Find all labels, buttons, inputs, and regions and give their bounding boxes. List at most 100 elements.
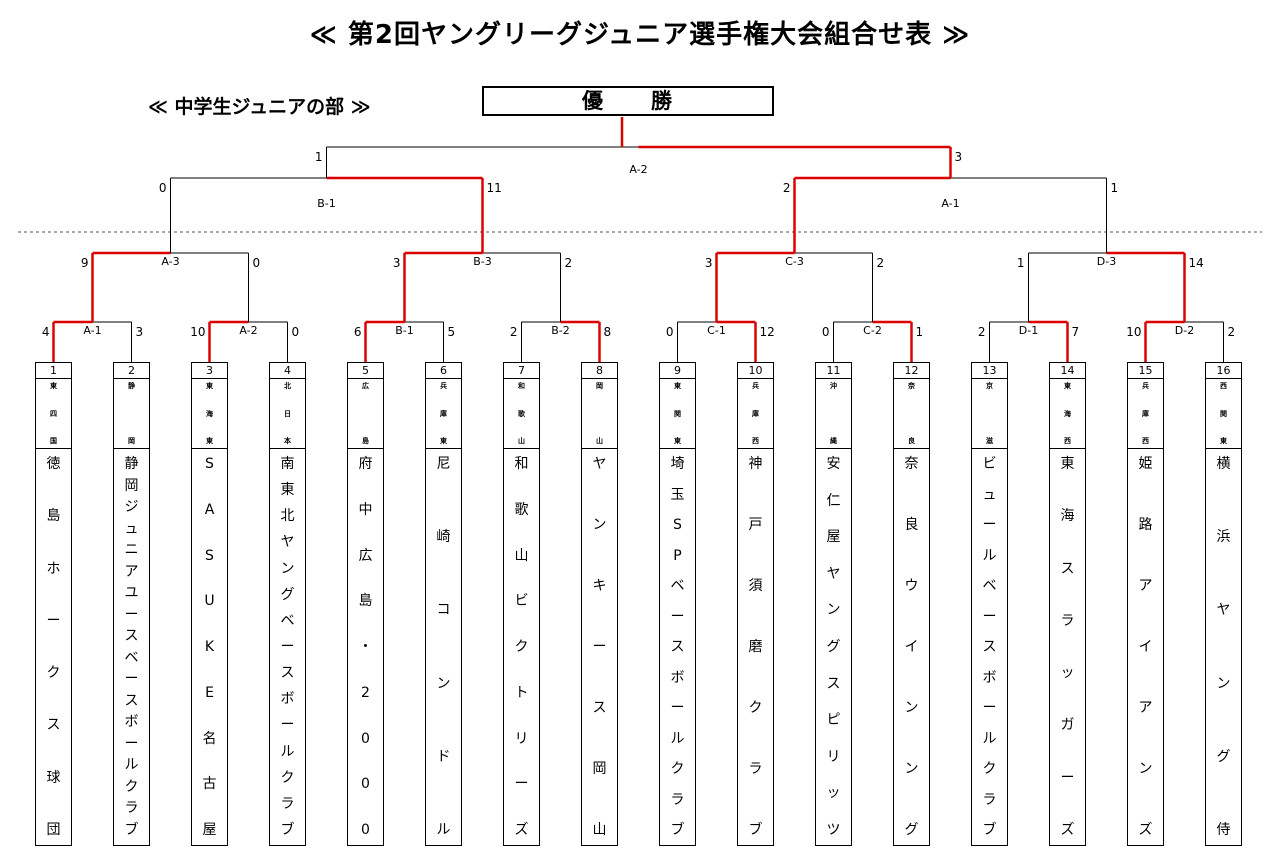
match-score: 0 [822,325,830,339]
team-region: 広島 [348,379,383,449]
match-score: 5 [448,325,456,339]
team-name: 南東北ヤングベースボールクラブ [280,456,295,838]
team-name: 奈良ウインング [904,456,919,838]
match-label: B-3 [473,255,492,268]
match-label: D-1 [1019,324,1038,337]
team-name: 横浜ヤング侍 [1216,456,1231,838]
match-label: A-3 [161,255,179,268]
match-score: 7 [1072,325,1080,339]
team-region: 静岡 [114,379,149,449]
match-score: 14 [1189,256,1204,270]
match-score: 2 [1228,325,1236,339]
match-label: A-2 [629,163,647,176]
team-number: 15 [1128,363,1163,379]
team-name: 徳島ホークス球団 [46,456,61,838]
match-score: 4 [42,325,50,339]
division-title: ≪ 中学生ジュニアの部 ≫ [148,96,371,118]
match-score: 0 [292,325,300,339]
team-name: 姫路アイアンズ [1138,456,1153,838]
team-region: 西関東 [1206,379,1241,449]
team-region: 兵庫西 [738,379,773,449]
team-region: 沖縄 [816,379,851,449]
team-number: 8 [582,363,617,379]
match-label: B-2 [551,324,570,337]
match-score: 0 [159,181,167,195]
match-label: B-1 [317,197,336,210]
team-region: 東関東 [660,379,695,449]
team-name: 尼崎コンドル [436,456,451,838]
team-name: 和歌山ビクトリーズ [514,456,529,838]
team-number: 6 [426,363,461,379]
match-score: 0 [666,325,674,339]
team-number: 16 [1206,363,1241,379]
match-label: A-2 [239,324,257,337]
match-score: 1 [916,325,924,339]
team-number: 1 [36,363,71,379]
match-score: 2 [978,325,986,339]
match-score: 6 [354,325,362,339]
match-score: 1 [1111,181,1119,195]
team-region: 兵庫西 [1128,379,1163,449]
champion-box: 優 勝 [482,86,774,116]
match-label: D-2 [1175,324,1194,337]
match-score: 1 [1017,256,1025,270]
team-number: 9 [660,363,695,379]
match-label: C-1 [707,324,726,337]
match-score: 12 [760,325,775,339]
match-score: 3 [705,256,713,270]
team-region: 京滋 [972,379,1007,449]
match-score: 10 [190,325,205,339]
team-number: 7 [504,363,539,379]
team-region: 和歌山 [504,379,539,449]
team-region: 岡山 [582,379,617,449]
match-score: 2 [877,256,885,270]
match-score: 0 [253,256,261,270]
team-name: 東海スラッガーズ [1060,456,1075,838]
team-number: 3 [192,363,227,379]
match-label: C-2 [863,324,882,337]
match-label: A-1 [83,324,101,337]
team-region: 北日本 [270,379,305,449]
team-region: 東海東 [192,379,227,449]
match-score: 3 [393,256,401,270]
team-number: 11 [816,363,851,379]
team-number: 10 [738,363,773,379]
team-number: 14 [1050,363,1085,379]
match-label: C-3 [785,255,804,268]
team-region: 奈良 [894,379,929,449]
match-score: 3 [136,325,144,339]
match-score: 1 [315,150,323,164]
team-name: 静岡ジュニアユースベースボールクラブ [124,456,139,838]
team-region: 兵庫東 [426,379,461,449]
team-region: 東四国 [36,379,71,449]
match-score: 10 [1126,325,1141,339]
match-score: 9 [81,256,89,270]
match-label: D-3 [1097,255,1116,268]
team-number: 5 [348,363,383,379]
team-name: ヤンキース岡山 [592,456,607,838]
match-score: 3 [955,150,963,164]
team-number: 12 [894,363,929,379]
page-title: ≪ 第2回ヤングリーグジュニア選手権大会組合せ表 ≫ [309,20,971,50]
team-number: 2 [114,363,149,379]
match-score: 2 [565,256,573,270]
match-label: A-1 [941,197,959,210]
